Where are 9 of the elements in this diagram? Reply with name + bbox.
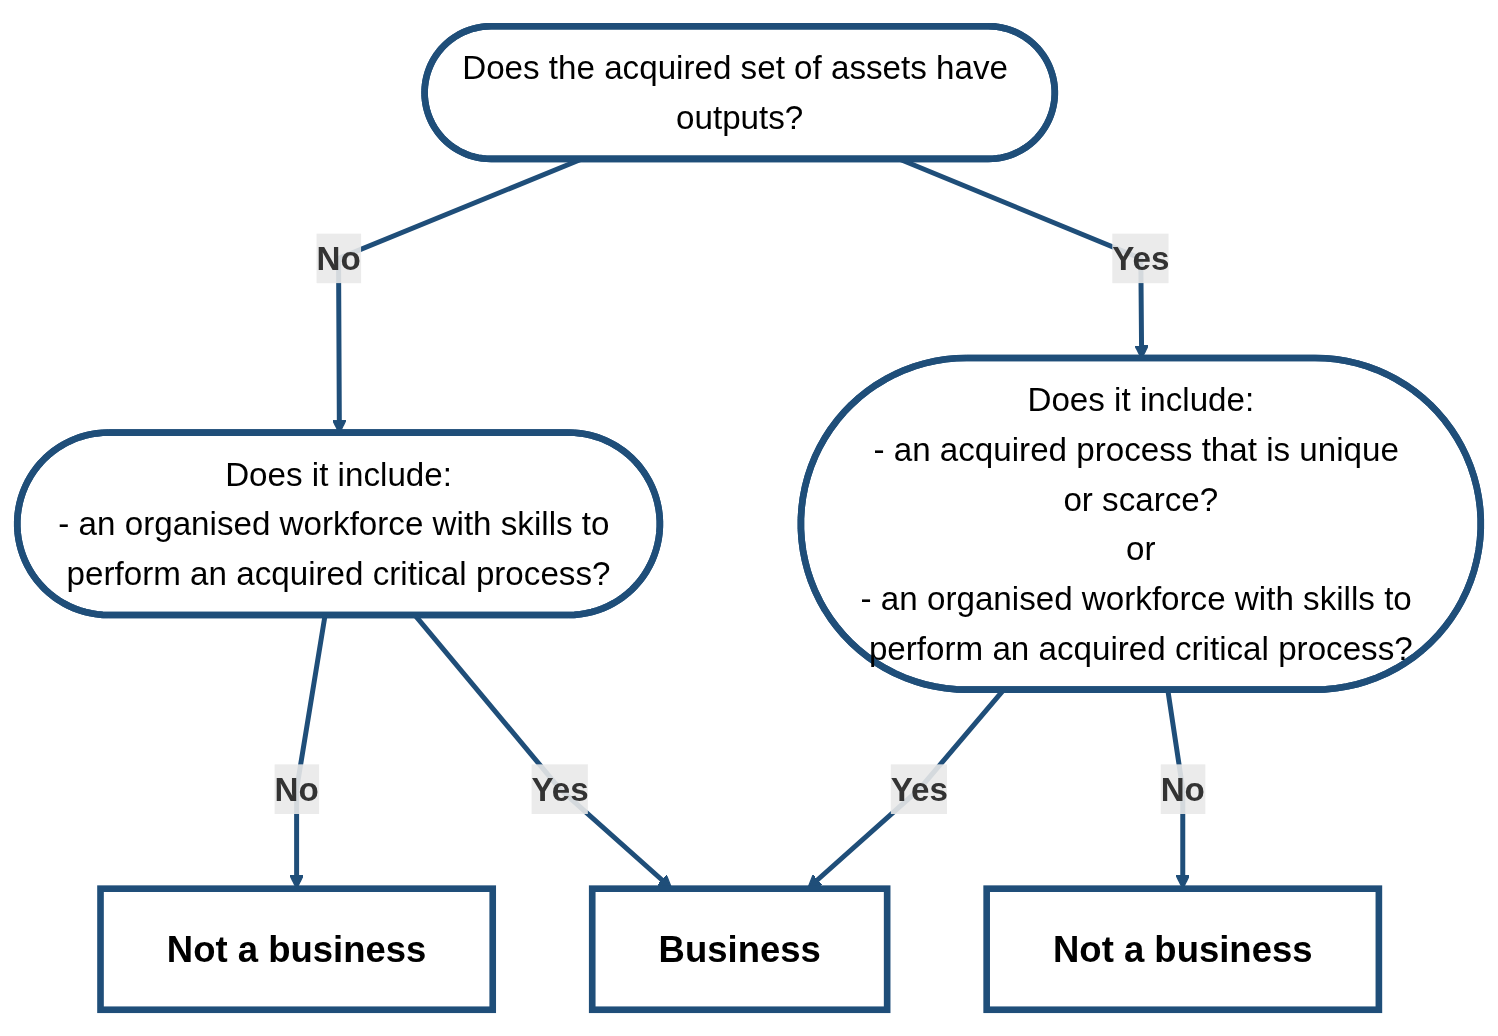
edge-label: No <box>316 240 361 277</box>
edge-label: No <box>1160 770 1205 808</box>
edge-label: Yes <box>531 770 589 808</box>
node-box: Not a business <box>983 885 1383 1014</box>
edge-label: Yes <box>1112 240 1170 277</box>
node-box: Not a business <box>97 885 497 1014</box>
edge-label: Yes <box>890 770 948 808</box>
node-box: Business <box>588 885 891 1014</box>
edge-label: No <box>274 770 319 808</box>
